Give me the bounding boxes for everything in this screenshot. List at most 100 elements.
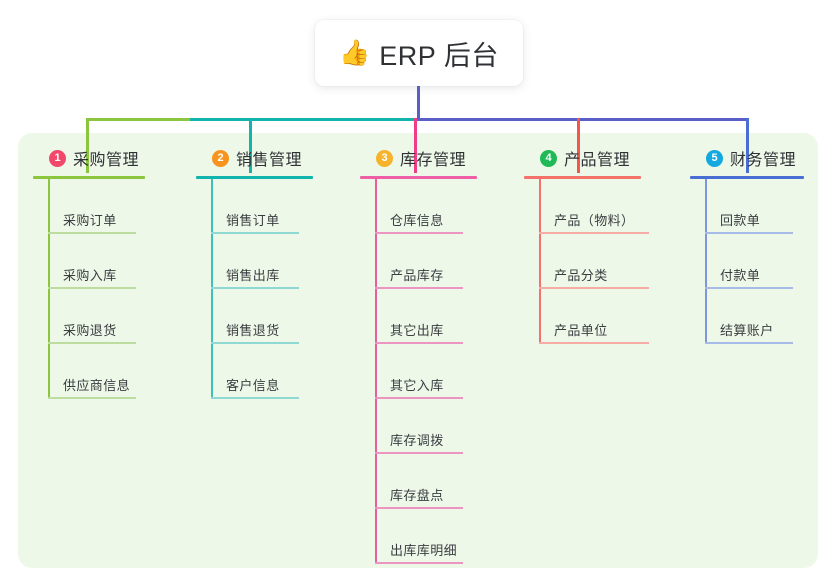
connector-bus-green [86, 118, 192, 121]
list-item-label: 库存盘点 [390, 488, 444, 503]
list-item[interactable]: 采购订单 [33, 179, 145, 234]
list-item-label: 仓库信息 [390, 213, 444, 228]
list-item-label: 产品（物料） [554, 213, 635, 228]
column-1: 1 采购管理采购订单采购入库采购退货供应商信息 [33, 146, 145, 399]
list-item-underline [539, 287, 649, 289]
column-header-5[interactable]: 5 财务管理 [690, 146, 804, 170]
list-item-label: 回款单 [720, 213, 761, 228]
list-item[interactable]: 产品库存 [360, 234, 477, 289]
connector-drop-col-1 [86, 118, 89, 173]
column-underline [196, 176, 313, 179]
list-item[interactable]: 回款单 [690, 179, 804, 234]
column-items: 销售订单销售出库销售退货客户信息 [196, 179, 313, 399]
list-item-underline [375, 232, 463, 234]
thumbs-up-icon: 👍 [339, 38, 371, 67]
column-items: 回款单付款单结算账户 [690, 179, 804, 344]
list-item-underline [705, 232, 793, 234]
list-item-underline [48, 342, 136, 344]
list-item-underline [375, 452, 463, 454]
list-item-label: 出库库明细 [390, 543, 458, 558]
list-item[interactable]: 仓库信息 [360, 179, 477, 234]
column-badge-number-icon: 2 [212, 149, 229, 167]
column-3: 3 库存管理仓库信息产品库存其它出库其它入库库存调拨库存盘点出库库明细 [360, 146, 477, 564]
connector-drop-col-5 [746, 118, 749, 173]
root-node-title: ERP 后台 [379, 40, 499, 71]
column-spine-line [705, 179, 707, 344]
list-item-label: 采购订单 [63, 213, 117, 228]
list-item[interactable]: 供应商信息 [33, 344, 145, 399]
diagram-panel [18, 133, 818, 568]
column-spine-line [48, 179, 50, 399]
list-item-underline [375, 562, 463, 564]
column-spine-line [375, 179, 377, 564]
list-item-label: 库存调拨 [390, 433, 444, 448]
list-item-label: 结算账户 [720, 323, 774, 338]
column-underline [524, 176, 641, 179]
column-underline [690, 176, 804, 179]
column-items: 仓库信息产品库存其它出库其它入库库存调拨库存盘点出库库明细 [360, 179, 477, 564]
list-item-label: 产品分类 [554, 268, 608, 283]
list-item[interactable]: 其它出库 [360, 289, 477, 344]
column-title: 财务管理 [730, 152, 797, 169]
list-item-label: 采购入库 [63, 268, 117, 283]
list-item[interactable]: 销售出库 [196, 234, 313, 289]
list-item[interactable]: 库存调拨 [360, 399, 477, 454]
list-item[interactable]: 产品分类 [524, 234, 649, 289]
list-item-label: 产品库存 [390, 268, 444, 283]
list-item-underline [211, 397, 299, 399]
column-header-2[interactable]: 2 销售管理 [196, 146, 313, 170]
list-item-underline [48, 397, 136, 399]
column-badge-number-icon: 4 [540, 149, 557, 167]
list-item-label: 采购退货 [63, 323, 117, 338]
column-header-1[interactable]: 1 采购管理 [33, 146, 145, 170]
list-item-underline [48, 287, 136, 289]
column-underline [360, 176, 477, 179]
connector-drop-col-4 [577, 118, 580, 173]
column-spine-line [211, 179, 213, 399]
list-item-underline [211, 287, 299, 289]
list-item-underline [705, 287, 793, 289]
list-item-underline [375, 342, 463, 344]
connector-drop-col-2 [249, 118, 252, 173]
column-badge-number-icon: 5 [706, 149, 723, 167]
list-item[interactable]: 付款单 [690, 234, 804, 289]
column-badge-number-icon: 3 [376, 149, 393, 167]
column-items: 采购订单采购入库采购退货供应商信息 [33, 179, 145, 399]
list-item-underline [375, 397, 463, 399]
column-spine-line [539, 179, 541, 344]
list-item[interactable]: 库存盘点 [360, 454, 477, 509]
column-5: 5 财务管理回款单付款单结算账户 [690, 146, 804, 344]
column-header-4[interactable]: 4 产品管理 [524, 146, 641, 170]
list-item[interactable]: 其它入库 [360, 344, 477, 399]
list-item-underline [705, 342, 793, 344]
column-title: 采购管理 [73, 152, 140, 169]
list-item[interactable]: 产品（物料） [524, 179, 649, 234]
list-item[interactable]: 采购退货 [33, 289, 145, 344]
list-item[interactable]: 销售订单 [196, 179, 313, 234]
column-underline [33, 176, 145, 179]
list-item-label: 产品单位 [554, 323, 608, 338]
list-item[interactable]: 客户信息 [196, 344, 313, 399]
column-4: 4 产品管理产品（物料） 产品分类产品单位 [524, 146, 649, 344]
column-items: 产品（物料） 产品分类产品单位 [524, 179, 649, 344]
list-item[interactable]: 产品单位 [524, 289, 649, 344]
list-item-label: 付款单 [720, 268, 761, 283]
list-item-underline [375, 287, 463, 289]
list-item[interactable]: 销售退货 [196, 289, 313, 344]
list-item-label: 其它出库 [390, 323, 444, 338]
column-title: 产品管理 [564, 152, 631, 169]
connector-bus-indigo [417, 118, 749, 121]
list-item-underline [539, 342, 649, 344]
column-header-3[interactable]: 3 库存管理 [360, 146, 477, 170]
list-item[interactable]: 采购入库 [33, 234, 145, 289]
column-title: 库存管理 [400, 152, 467, 169]
list-item-underline [48, 232, 136, 234]
list-item[interactable]: 结算账户 [690, 289, 804, 344]
list-item-underline [211, 342, 299, 344]
list-item[interactable]: 出库库明细 [360, 509, 477, 564]
list-item-label: 销售订单 [226, 213, 280, 228]
column-badge-number-icon: 1 [49, 149, 66, 167]
connector-root-drop [417, 86, 420, 121]
column-title: 销售管理 [236, 152, 303, 169]
list-item-label: 销售出库 [226, 268, 280, 283]
